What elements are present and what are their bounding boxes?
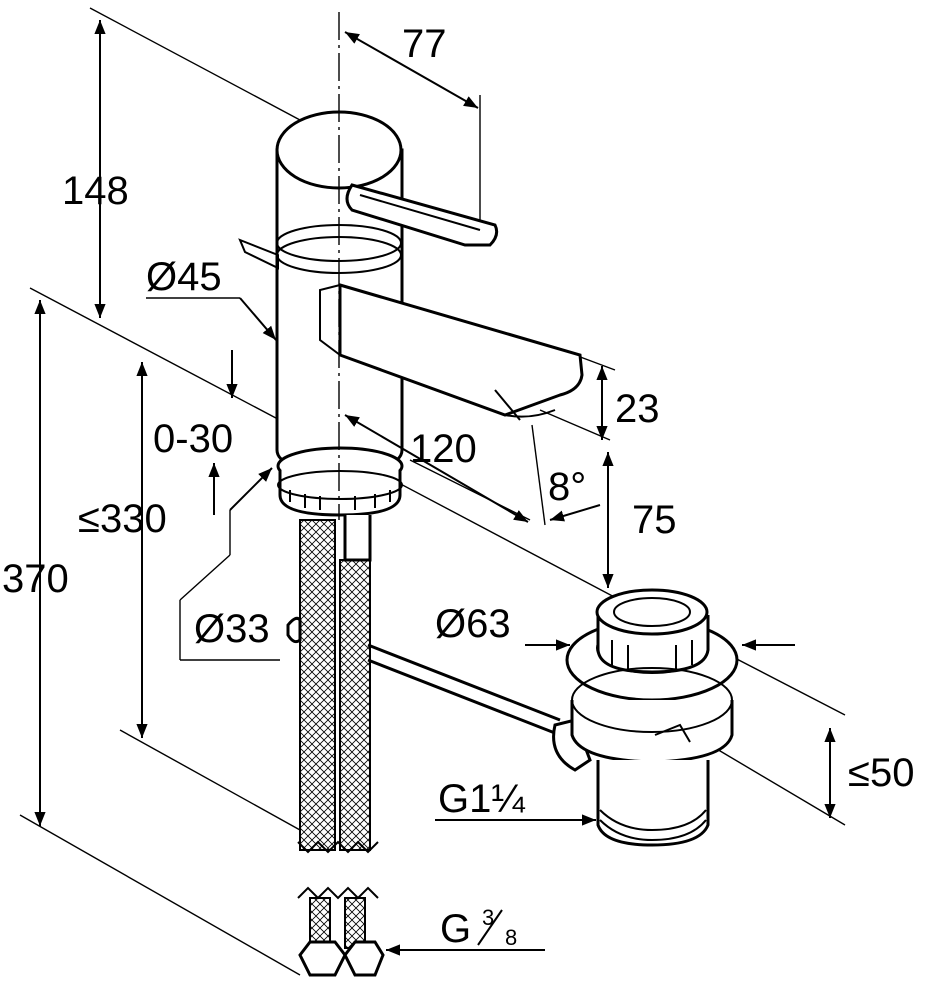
label-diameter-33: Ø33 xyxy=(194,607,270,651)
label-thread-g1-1-4: G1¼ xyxy=(438,777,525,821)
label-diameter-45: Ø45 xyxy=(146,255,222,299)
label-0-30: 0-30 xyxy=(153,417,233,461)
extension-lines xyxy=(19,7,846,976)
popup-waste xyxy=(367,588,739,847)
label-120: 120 xyxy=(410,427,477,471)
label-77: 77 xyxy=(402,22,447,66)
label-max-330: ≤330 xyxy=(78,497,167,541)
thread-g38-letter: G xyxy=(440,907,471,951)
faucet-body xyxy=(238,110,584,562)
label-370: 370 xyxy=(2,557,69,601)
label-thread-g-3-8: G 3 8 xyxy=(440,905,517,951)
dimension-lines xyxy=(34,20,836,956)
supply-hoses xyxy=(286,519,385,977)
label-diameter-63: Ø63 xyxy=(435,602,511,646)
label-23: 23 xyxy=(615,387,660,431)
thread-g38-denominator: 8 xyxy=(505,925,517,950)
label-8-degrees: 8° xyxy=(548,465,586,509)
label-max-50: ≤50 xyxy=(848,751,914,795)
thread-g38-numerator: 3 xyxy=(482,905,494,930)
label-148: 148 xyxy=(62,169,129,213)
label-75: 75 xyxy=(632,498,677,542)
